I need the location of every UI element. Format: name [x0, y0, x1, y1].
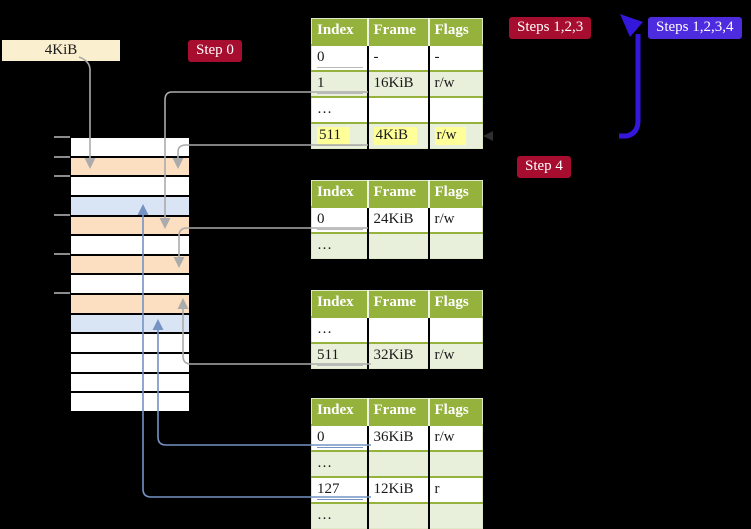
frame-cell	[367, 95, 430, 123]
index-cell: 0	[317, 427, 363, 448]
col-header-flags: Flags	[428, 18, 483, 45]
stack-row-9-blue	[71, 314, 189, 335]
table-header-row: Index Frame Flags	[311, 290, 483, 317]
col-header-flags: Flags	[428, 180, 483, 207]
flags-cell: r	[428, 475, 483, 503]
col-header-frame: Frame	[367, 18, 430, 45]
frame-cell: 4KiB	[367, 121, 430, 149]
stack-row-4-orange	[71, 216, 189, 237]
arrowhead-up-left-icon	[620, 14, 643, 37]
stack-row-6-orange	[71, 255, 189, 276]
memory-stack	[70, 137, 190, 412]
col-header-index: Index	[311, 398, 369, 425]
stack-row-8-orange	[71, 295, 189, 315]
flags-cell: r/w	[428, 341, 483, 369]
col-header-frame: Frame	[367, 290, 430, 317]
table-header-row: Index Frame Flags	[311, 180, 483, 207]
steps1234-label: Steps 1,2,3,4	[648, 17, 742, 39]
steps123-label: Steps 1,2,3	[509, 17, 592, 39]
stack-row-11-white	[71, 354, 189, 374]
stack-tick	[54, 292, 70, 294]
table-header-row: Index Frame Flags	[311, 398, 483, 425]
stack-tick	[54, 136, 70, 138]
col-header-frame: Frame	[367, 398, 430, 425]
index-cell: …	[311, 449, 369, 477]
table-row: …	[311, 95, 483, 123]
frame-cell: 32KiB	[367, 341, 430, 369]
stack-row-3-blue	[71, 196, 189, 217]
flags-cell	[428, 315, 483, 343]
flags-cell: r/w	[428, 205, 483, 233]
flags-cell	[428, 95, 483, 123]
flags-cell	[428, 231, 483, 259]
page-table-1: Index Frame Flags 0 - - 1 16KiB r/w … 51…	[311, 18, 483, 149]
table-row: 0 - -	[311, 43, 483, 71]
col-header-index: Index	[311, 290, 369, 317]
stack-row-1-orange	[71, 157, 189, 178]
stack-row-10-white	[71, 334, 189, 355]
index-cell: …	[311, 231, 369, 259]
table-row: 1 16KiB r/w	[311, 69, 483, 97]
index-cell: …	[311, 95, 369, 123]
index-cell: …	[311, 501, 369, 529]
frame-cell: 24KiB	[367, 205, 430, 233]
frame-cell	[367, 231, 430, 259]
stack-row-13-white	[71, 393, 189, 411]
steps-loop-arrow	[619, 34, 641, 139]
step0-label: Step 0	[188, 40, 242, 62]
col-header-index: Index	[311, 18, 369, 45]
stack-tick	[54, 214, 70, 216]
arrowhead-left-icon	[483, 131, 493, 141]
frame-cell: 16KiB	[367, 69, 430, 97]
col-header-flags: Flags	[428, 398, 483, 425]
col-header-flags: Flags	[428, 290, 483, 317]
flags-cell: r/w	[428, 423, 483, 451]
flags-cell: r/w	[428, 121, 483, 149]
flags-cell	[428, 501, 483, 529]
col-header-frame: Frame	[367, 180, 430, 207]
stack-row-2-white	[71, 177, 189, 197]
stack-tick	[54, 175, 70, 177]
table-row: 127 12KiB r	[311, 475, 483, 503]
step4-label: Step 4	[517, 156, 571, 178]
table-row: 0 36KiB r/w	[311, 423, 483, 451]
stack-tick	[54, 156, 70, 158]
stack-row-12-white	[71, 373, 189, 394]
index-cell: 0	[317, 47, 363, 68]
table-row: …	[311, 231, 483, 259]
col-header-index: Index	[311, 180, 369, 207]
page-table-4: Index Frame Flags 0 36KiB r/w … 127 12Ki…	[311, 398, 483, 529]
index-cell: 0	[317, 209, 363, 230]
index-cell: …	[311, 315, 369, 343]
frame-cell	[367, 449, 430, 477]
index-cell: 127	[317, 479, 363, 500]
stack-tick	[54, 253, 70, 255]
stack-row-0-white	[71, 138, 189, 158]
table-row: …	[311, 315, 483, 343]
page-table-3: Index Frame Flags … 511 32KiB r/w	[311, 290, 483, 369]
index-cell: 511	[317, 125, 363, 146]
frame-cell: 36KiB	[367, 423, 430, 451]
frame-cell	[367, 315, 430, 343]
table-row: …	[311, 501, 483, 529]
flags-cell: -	[428, 43, 483, 71]
flags-cell	[428, 449, 483, 477]
table-row-highlighted: 511 4KiB r/w	[311, 121, 483, 149]
flags-cell: r/w	[428, 69, 483, 97]
page-size-box: 4KiB	[2, 40, 120, 61]
page-table-2: Index Frame Flags 0 24KiB r/w …	[311, 180, 483, 259]
frame-cell: 12KiB	[367, 475, 430, 503]
table-row: …	[311, 449, 483, 477]
table-row: 511 32KiB r/w	[311, 341, 483, 369]
frame-cell: -	[367, 43, 430, 71]
stack-row-5-white	[71, 236, 189, 256]
table-row: 0 24KiB r/w	[311, 205, 483, 233]
stack-row-7-white	[71, 275, 189, 296]
table-header-row: Index Frame Flags	[311, 18, 483, 45]
index-cell: 511	[317, 345, 363, 366]
frame-cell	[367, 501, 430, 529]
index-cell: 1	[317, 73, 363, 94]
